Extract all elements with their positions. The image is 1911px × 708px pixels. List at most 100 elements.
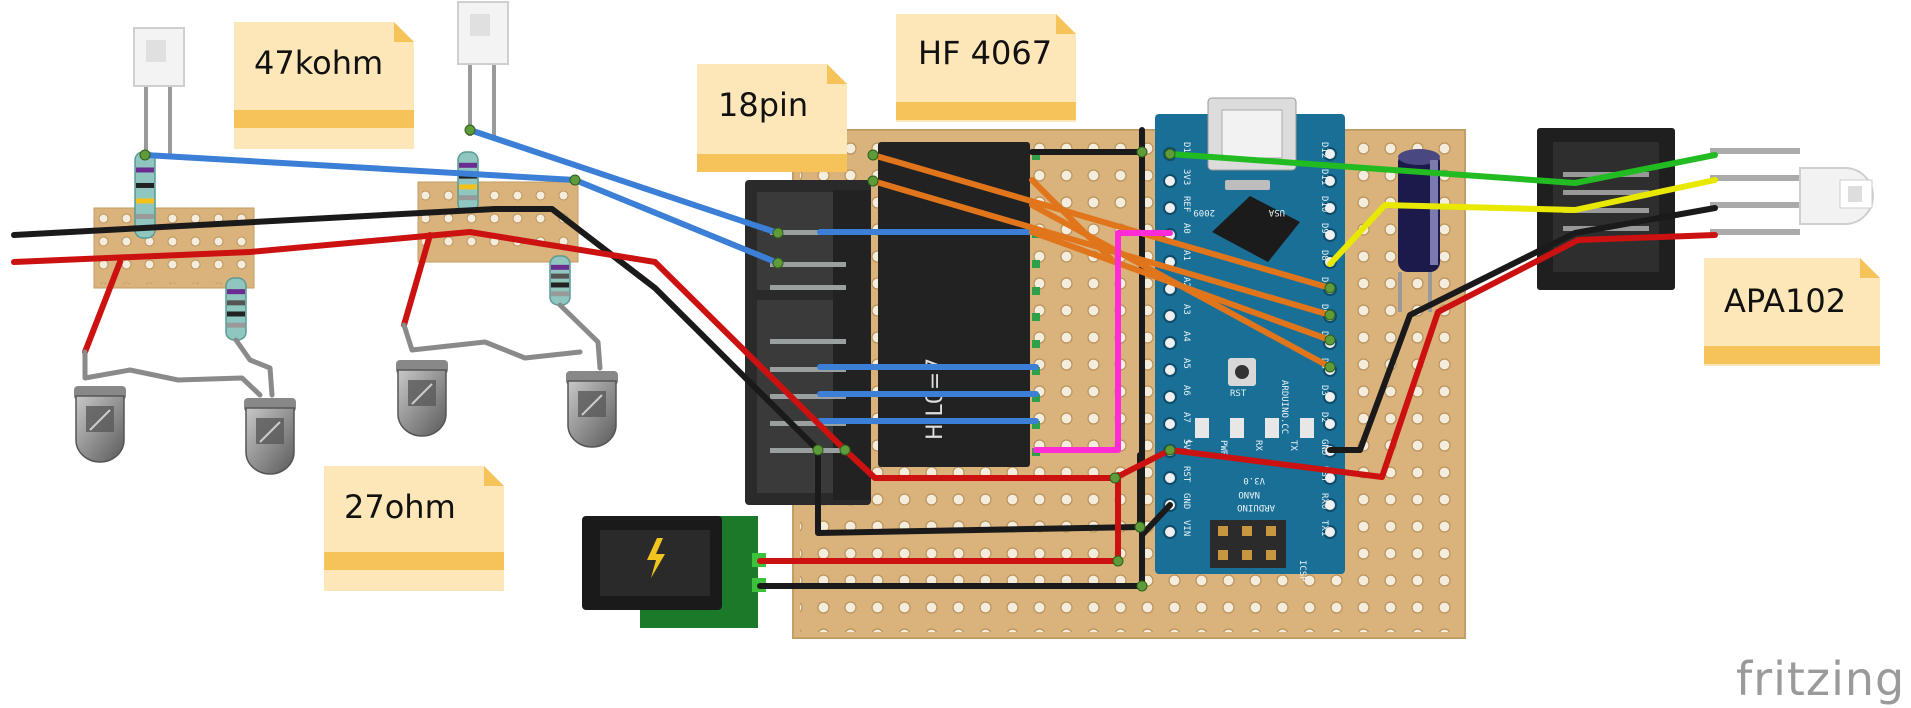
wire-joint xyxy=(812,444,824,456)
arduino-pin-left xyxy=(1163,417,1177,431)
arduino-pin-right xyxy=(1323,390,1337,404)
barrel-jack xyxy=(582,516,766,628)
apa102-led xyxy=(1710,148,1874,235)
wire-joint xyxy=(867,175,879,187)
wire-joint xyxy=(1164,444,1176,456)
arduino-board-text-year: 2009 xyxy=(1193,207,1215,217)
arduino-pin-label: A5 xyxy=(1181,358,1191,369)
wire xyxy=(82,349,263,398)
arduino-pin-label: D7 xyxy=(1319,277,1329,288)
arduino-pin-label: A3 xyxy=(1181,304,1191,315)
wire xyxy=(401,322,583,361)
wire-joint xyxy=(1324,334,1336,346)
wire xyxy=(82,259,123,355)
arduino-pin-label: 5V xyxy=(1181,439,1191,450)
arduino-pin-left xyxy=(1163,309,1177,323)
wire xyxy=(11,229,848,453)
arduino-pin-right xyxy=(1323,201,1337,215)
wire xyxy=(842,447,1173,481)
wire-group xyxy=(11,124,1718,592)
wire xyxy=(1327,205,1718,453)
arduino-board-text-country: USA xyxy=(1268,207,1285,217)
ir-led xyxy=(74,386,126,463)
wire-joint xyxy=(1324,282,1336,294)
arduino-pin-left xyxy=(1163,525,1177,539)
note-hf4067-text: HF 4067 xyxy=(918,34,1052,72)
arduino-pin-label: RST xyxy=(1319,466,1329,483)
arduino-pin-left xyxy=(1163,471,1177,485)
wire xyxy=(1029,229,1333,343)
arduino-pin-left xyxy=(1163,390,1177,404)
wire-joint xyxy=(1324,361,1336,373)
arduino-pin-label: GND xyxy=(1181,493,1191,509)
arduino-pin-label: RX0 xyxy=(1319,493,1329,509)
note-apa102-text: APA102 xyxy=(1724,282,1846,320)
arduino-pin-label: D11 xyxy=(1319,169,1329,185)
arduino-pin-label: RST xyxy=(1181,466,1191,483)
ir-led xyxy=(566,371,618,448)
arduino-nano: ICSP RST ARDUINO.CC 2009 USA ARDUINO NAN… xyxy=(1155,97,1345,582)
wire xyxy=(1167,232,1718,480)
wire xyxy=(1033,230,1173,453)
note-18pin-text: 18pin xyxy=(718,86,808,124)
wire xyxy=(1139,502,1173,538)
wire-joint xyxy=(569,174,581,186)
arduino-pin-left xyxy=(1163,363,1177,377)
led-label-pwr: PWR xyxy=(1218,440,1228,457)
resistor xyxy=(457,151,479,213)
perfboard-small-middle xyxy=(417,181,579,263)
note-47kohm: 47kohm xyxy=(234,22,414,149)
arduino-pin-label: D13 xyxy=(1181,142,1191,158)
wire xyxy=(401,232,433,328)
arduino-pin-label: D10 xyxy=(1319,196,1329,212)
wire xyxy=(557,302,603,371)
arduino-board-name-2: NANO xyxy=(1238,489,1260,499)
arduino-pin-label: A6 xyxy=(1181,385,1191,396)
arduino-pin-left xyxy=(1163,201,1177,215)
note-apa102: APA102 xyxy=(1704,258,1880,366)
arduino-pin-label: D2 xyxy=(1319,412,1329,423)
note-27ohm: 27ohm xyxy=(324,466,504,591)
resistor xyxy=(225,277,247,341)
arduino-pin-right xyxy=(1323,228,1337,242)
arduino-pin-right xyxy=(1323,147,1337,161)
led-label-rx: RX xyxy=(1253,440,1263,451)
arduino-pin-label: D3 xyxy=(1319,385,1329,396)
arduino-pin-label: A2 xyxy=(1181,277,1191,288)
resistor xyxy=(549,255,571,306)
note-18pin: 18pin xyxy=(697,64,847,172)
capacitor xyxy=(1398,149,1440,312)
wire xyxy=(1029,177,1115,263)
arduino-pin-label: D12 xyxy=(1319,142,1329,158)
ir-led xyxy=(244,398,296,475)
wire-joint xyxy=(1324,309,1336,321)
wire-joint xyxy=(839,444,851,456)
arduino-pin-label: A7 xyxy=(1181,412,1191,423)
mux-chip: H L0=7 xyxy=(878,142,1040,467)
header-pins xyxy=(770,230,846,453)
note-hf4067: HF 4067 xyxy=(896,14,1076,122)
note-47kohm-text: 47kohm xyxy=(254,44,383,82)
arduino-pin-right xyxy=(1323,417,1337,431)
fritzing-watermark: fritzing xyxy=(1736,652,1905,706)
wire xyxy=(1167,151,1718,186)
arduino-pin-label: 3V3 xyxy=(1181,169,1191,185)
power-icon xyxy=(647,538,665,578)
arduino-pin-label: D6 xyxy=(1319,304,1329,315)
ir-led xyxy=(396,360,448,437)
resistor-group xyxy=(134,151,571,341)
arduino-led-labels: L PWR RX TX xyxy=(1183,440,1298,457)
arduino-pin-label: D8 xyxy=(1319,250,1329,261)
arduino-pin-label: A0 xyxy=(1181,223,1191,234)
arduino-pin-label: A1 xyxy=(1181,250,1191,261)
wire-joint xyxy=(1164,148,1176,160)
wire xyxy=(1327,177,1718,267)
arduino-board-name-1: ARDUINO xyxy=(1237,502,1275,512)
arduino-pin-left xyxy=(1163,336,1177,350)
wire-joint xyxy=(1134,521,1146,533)
arduino-icsp-label: ICSP xyxy=(1297,560,1307,582)
chip-marking: H L0=7 xyxy=(923,358,948,440)
arduino-pin-label: VIN xyxy=(1181,520,1191,536)
arduino-reset-label: RST xyxy=(1230,389,1247,399)
